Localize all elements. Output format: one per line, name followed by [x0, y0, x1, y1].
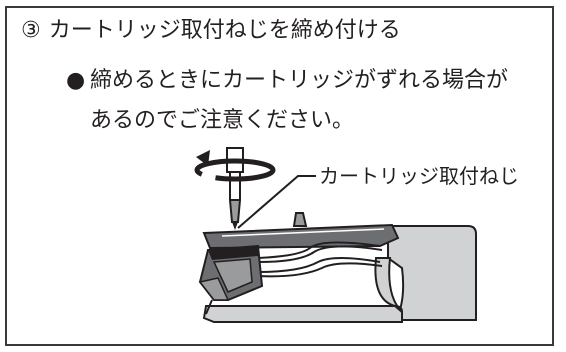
note-line-1: 締めるときにカートリッジがずれる場合が — [90, 68, 509, 93]
callout-label: カートリッジ取付ねじ — [319, 164, 519, 188]
caution-note: ● 締めるときにカートリッジがずれる場合が あるのでご注意ください。 — [66, 61, 536, 141]
screwdriver-icon — [226, 147, 244, 230]
headshell-base — [202, 257, 403, 323]
step-number: ③ — [21, 18, 41, 43]
callout-leader — [237, 175, 316, 229]
bullet-icon: ● — [66, 68, 86, 93]
cartridge-body — [198, 244, 264, 315]
step-heading: ③ カートリッジ取付ねじを締め付ける — [21, 16, 401, 46]
cartridge-wires — [257, 241, 383, 278]
rotate-arrow-icon — [194, 150, 276, 182]
instruction-frame — [5, 6, 554, 346]
step-text: カートリッジ取付ねじを締め付ける — [48, 18, 401, 43]
tonearm-block — [387, 225, 477, 321]
note-line-2: あるのでご注意ください。 — [90, 108, 355, 133]
